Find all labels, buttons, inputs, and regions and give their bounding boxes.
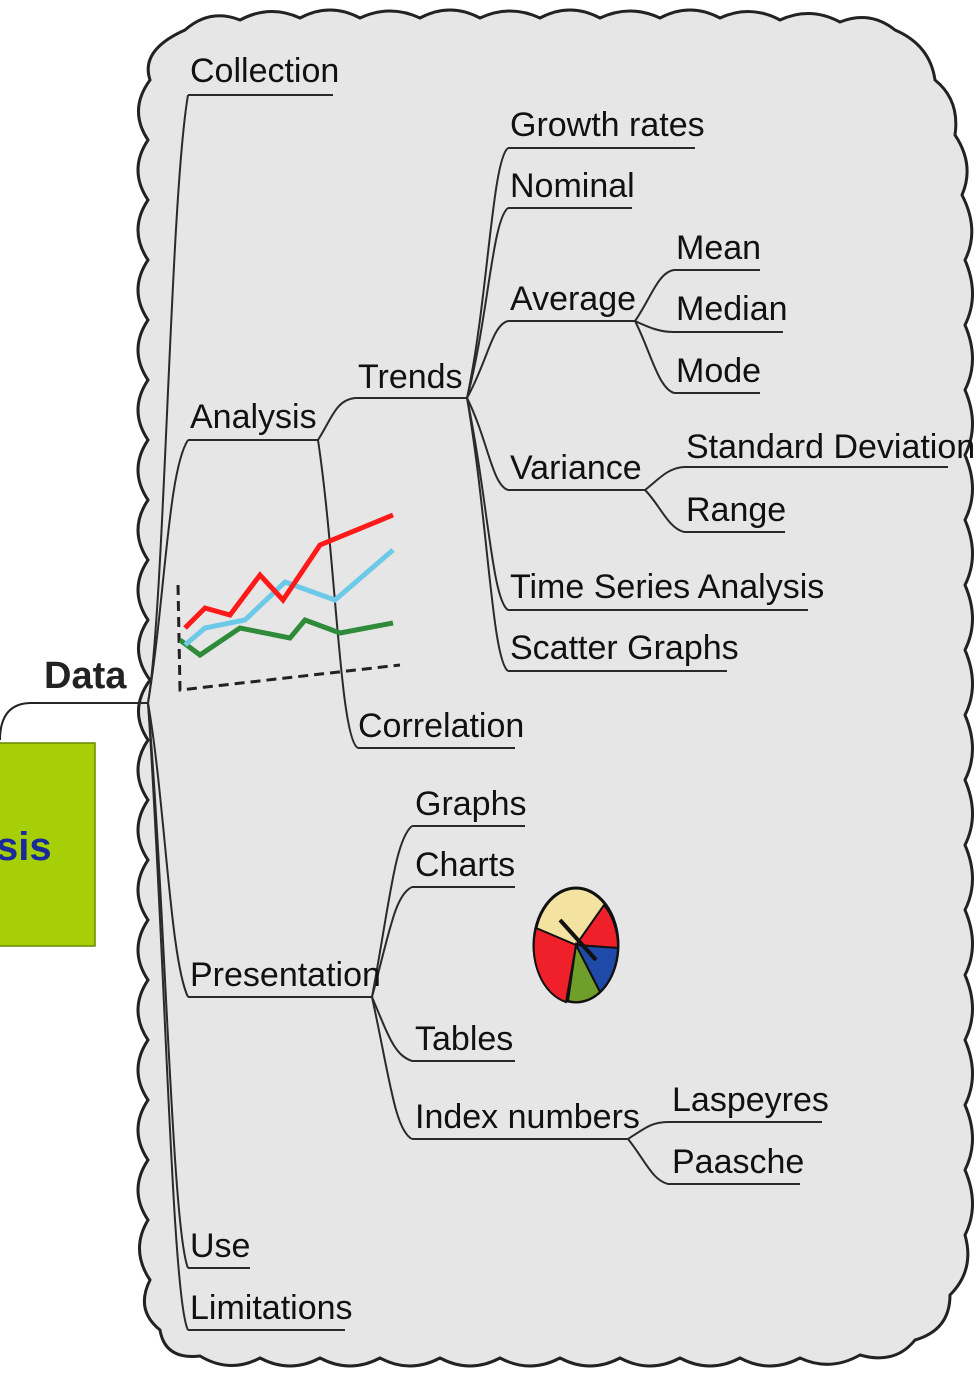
node-trends[interactable]: Trends bbox=[358, 358, 463, 396]
central-topic-label: sis bbox=[0, 825, 52, 869]
node-range[interactable]: Range bbox=[686, 491, 786, 529]
node-presentation[interactable]: Presentation bbox=[190, 956, 381, 994]
node-variance[interactable]: Variance bbox=[510, 449, 642, 487]
node-graphs[interactable]: Graphs bbox=[415, 785, 527, 823]
line-chart-icon bbox=[176, 512, 401, 692]
pie-chart-icon bbox=[532, 886, 620, 1004]
node-collection[interactable]: Collection bbox=[190, 52, 339, 90]
node-use[interactable]: Use bbox=[190, 1227, 250, 1265]
node-charts[interactable]: Charts bbox=[415, 846, 515, 884]
node-median[interactable]: Median bbox=[676, 290, 788, 328]
node-laspeyres[interactable]: Laspeyres bbox=[672, 1081, 829, 1119]
node-analysis[interactable]: Analysis bbox=[190, 398, 317, 436]
node-average[interactable]: Average bbox=[510, 280, 636, 318]
node-mean[interactable]: Mean bbox=[676, 229, 761, 267]
branch-lines bbox=[40, 94, 948, 1331]
cloud-background bbox=[136, 8, 974, 1368]
central-topic-box[interactable] bbox=[0, 742, 96, 947]
node-limitations[interactable]: Limitations bbox=[190, 1289, 353, 1327]
node-data[interactable]: Data bbox=[44, 655, 127, 697]
node-paasche[interactable]: Paasche bbox=[672, 1143, 804, 1181]
node-tables[interactable]: Tables bbox=[415, 1020, 513, 1058]
node-scatter-graphs[interactable]: Scatter Graphs bbox=[510, 629, 739, 667]
node-standard-deviation[interactable]: Standard Deviation bbox=[686, 428, 975, 466]
node-mode[interactable]: Mode bbox=[676, 352, 761, 390]
node-time-series-analysis[interactable]: Time Series Analysis bbox=[510, 568, 824, 606]
node-correlation[interactable]: Correlation bbox=[358, 707, 524, 745]
node-nominal[interactable]: Nominal bbox=[510, 167, 635, 205]
node-index-numbers[interactable]: Index numbers bbox=[415, 1098, 640, 1136]
central-connector bbox=[0, 702, 48, 741]
node-growth-rates[interactable]: Growth rates bbox=[510, 106, 705, 144]
